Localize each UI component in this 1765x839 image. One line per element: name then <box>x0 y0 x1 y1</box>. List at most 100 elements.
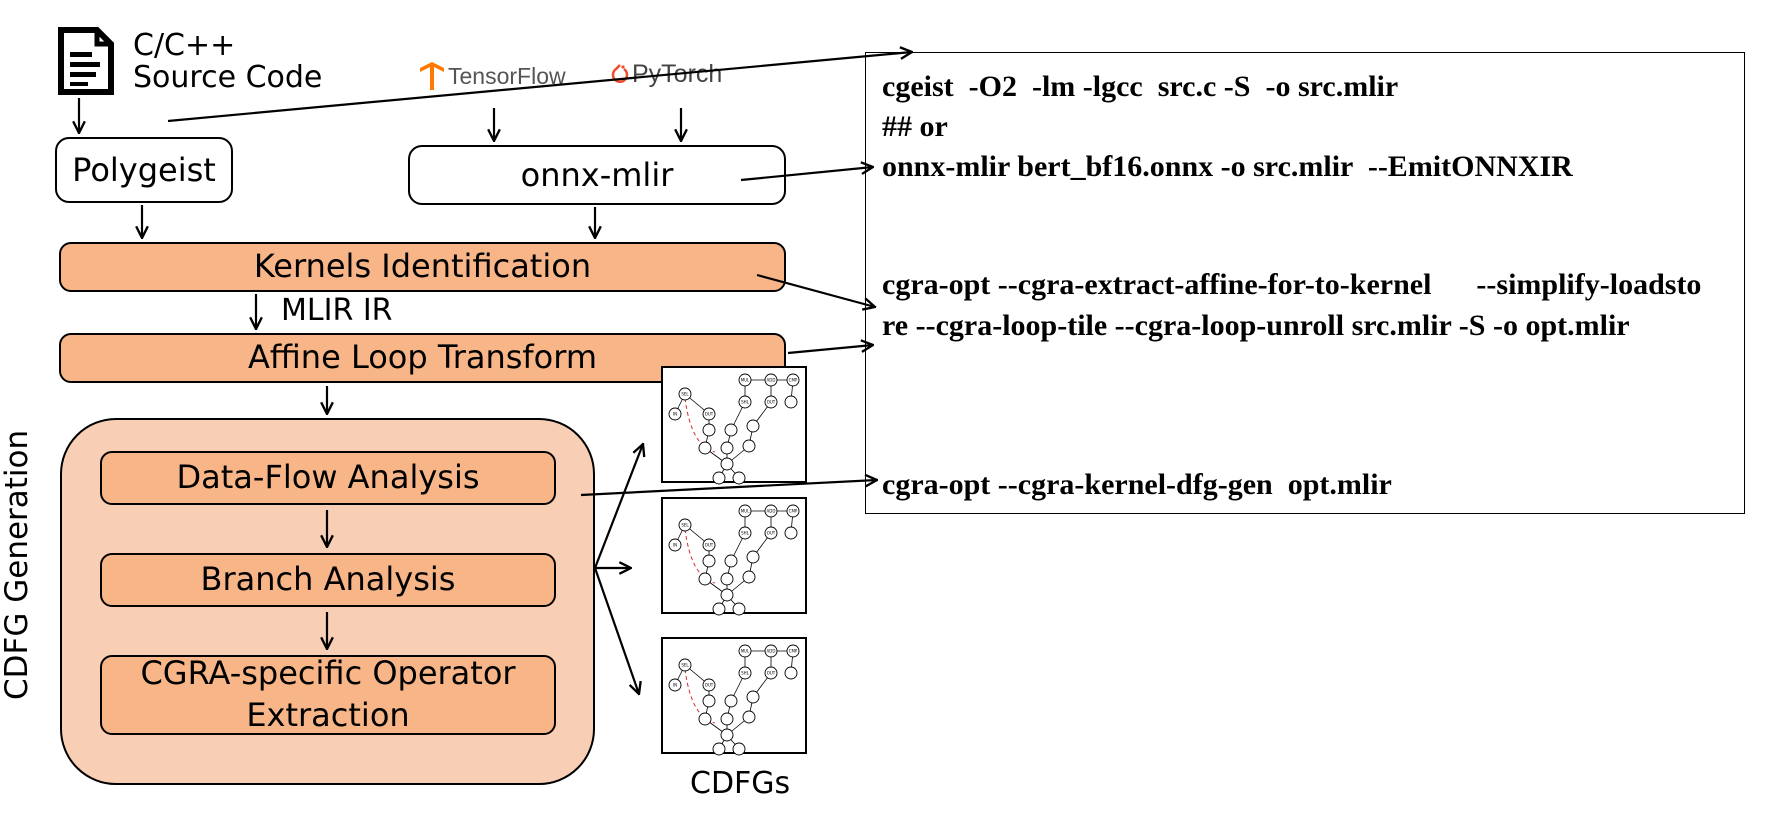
cgra-opt-command: cgra-opt --cgra-extract-affine-for-to-ke… <box>882 268 1702 342</box>
cgra-operator-line-2: Extraction <box>246 696 410 734</box>
mini-graph-node <box>702 407 716 421</box>
mini-graph-node <box>720 588 734 602</box>
source-line-2: Source Code <box>133 60 323 95</box>
mini-graph-node-label: SHL <box>741 671 750 676</box>
arrow-dataflow-to-dfg <box>580 480 877 497</box>
source-code-label: C/C++ Source Code <box>133 30 322 94</box>
mini-graph-node-label: CMP <box>789 509 798 514</box>
arrow-onnx-to-command <box>740 167 873 182</box>
arrow-affine-to-opt <box>787 345 873 355</box>
mini-graph-node-label: CMP <box>789 378 798 383</box>
tensorflow-icon <box>420 62 444 90</box>
mini-graph-node <box>698 712 712 726</box>
mini-graph-node <box>742 570 756 584</box>
mini-graph-node-label: IN <box>673 412 677 417</box>
mini-graph-node-label: IN <box>673 543 677 548</box>
mini-graph-node <box>764 526 778 540</box>
commands-panel: cgeist -O2 -lm -lgcc src.c -S -o src.mli… <box>865 52 1745 514</box>
mini-graph-node <box>784 395 798 409</box>
arrow-cdfg-to-thumb-3 <box>593 567 639 694</box>
arrow-kernels-to-opt <box>756 273 875 307</box>
mini-graph-node-label: SEL <box>681 663 689 668</box>
mini-graph-node <box>786 644 800 658</box>
mini-graph-node <box>742 439 756 453</box>
kernels-identification-box: Kernels Identification <box>59 242 786 292</box>
branch-analysis-box: Branch Analysis <box>100 553 556 607</box>
mini-graph-node-label: OUT <box>705 683 714 688</box>
mini-graph-node <box>732 742 746 756</box>
cdfgs-label: CDFGs <box>690 766 791 801</box>
document-icon <box>57 27 115 95</box>
mini-graph-node <box>712 471 726 485</box>
mini-graph-node <box>724 694 738 708</box>
mini-graph-node-label: ADD <box>767 649 776 654</box>
polygeist-box: Polygeist <box>55 137 233 203</box>
mlir-ir-label: MLIR IR <box>281 293 393 328</box>
mini-graph-node <box>764 373 778 387</box>
source-line-1: C/C++ <box>133 28 236 63</box>
mini-graph-node <box>678 518 692 532</box>
mini-graph-node <box>668 538 682 552</box>
mini-graph-node-label: ADD <box>767 509 776 514</box>
mini-graph-node <box>698 572 712 586</box>
mini-graph-node <box>738 526 752 540</box>
mini-graph-node <box>720 457 734 471</box>
mini-graph-node-label: IN <box>673 683 677 688</box>
data-flow-analysis-box: Data-Flow Analysis <box>100 451 556 505</box>
mini-graph-node-label: OUT <box>705 543 714 548</box>
mini-graph-node <box>678 387 692 401</box>
arrow-cdfg-to-thumb-1 <box>593 444 643 569</box>
tensorflow-label: TensorFlow <box>448 62 566 89</box>
onnx-command: onnx-mlir bert_bf16.onnx -o src.mlir --E… <box>882 150 1573 183</box>
affine-loop-transform-box: Affine Loop Transform <box>59 333 786 383</box>
mini-graph-node <box>786 504 800 518</box>
dfg-gen-command: cgra-opt --cgra-kernel-dfg-gen opt.mlir <box>882 468 1392 501</box>
mini-graph-node <box>724 423 738 437</box>
mini-graph-node <box>784 526 798 540</box>
mini-graph-node <box>784 666 798 680</box>
mini-graph-node <box>702 678 716 692</box>
or-comment: ## or <box>882 110 948 143</box>
mini-graph-node <box>712 742 726 756</box>
mini-graph-node-label: SEL <box>681 523 689 528</box>
mini-graph-node <box>702 554 716 568</box>
mini-graph-node <box>712 602 726 616</box>
mini-graph-node <box>668 407 682 421</box>
mini-graph-node <box>698 441 712 455</box>
mini-graph-node <box>720 441 734 455</box>
mini-graph-node <box>738 504 752 518</box>
mini-graph-node-label: SHL <box>741 400 750 405</box>
mini-graph-node <box>724 554 738 568</box>
mini-graph-node <box>702 538 716 552</box>
mini-graph-node <box>746 690 760 704</box>
mini-graph-node <box>678 658 692 672</box>
mini-graph-node <box>742 710 756 724</box>
mini-graph-node <box>764 395 778 409</box>
mini-graph-2: SEL IN OUT MUL ADD CMP SHL OUT <box>668 504 800 616</box>
mini-graph-node-label: CMP <box>789 649 798 654</box>
mini-graph-node-label: SHL <box>741 531 750 536</box>
mini-graph-node <box>738 373 752 387</box>
mini-graph-node <box>720 712 734 726</box>
mini-graph-node <box>786 373 800 387</box>
mini-graph-node <box>720 572 734 586</box>
mini-graph-node <box>764 504 778 518</box>
mini-graph-node <box>720 728 734 742</box>
onnx-mlir-box: onnx-mlir <box>408 145 786 205</box>
mini-graph-node-label: MUL <box>741 378 750 383</box>
mini-graph-node-label: MUL <box>741 649 750 654</box>
mini-graph-node <box>746 550 760 564</box>
mini-graph-node <box>738 666 752 680</box>
pytorch-icon <box>611 64 629 83</box>
mini-graph-node-label: OUT <box>705 412 714 417</box>
mini-graph-node <box>746 419 760 433</box>
mini-graph-node-label: OUT <box>767 531 776 536</box>
mini-graph-node <box>668 678 682 692</box>
mini-graph-node-label: MUL <box>741 509 750 514</box>
mini-graph-node <box>702 694 716 708</box>
tensorflow-logo: TensorFlow <box>418 60 566 92</box>
mini-graph-node <box>738 644 752 658</box>
